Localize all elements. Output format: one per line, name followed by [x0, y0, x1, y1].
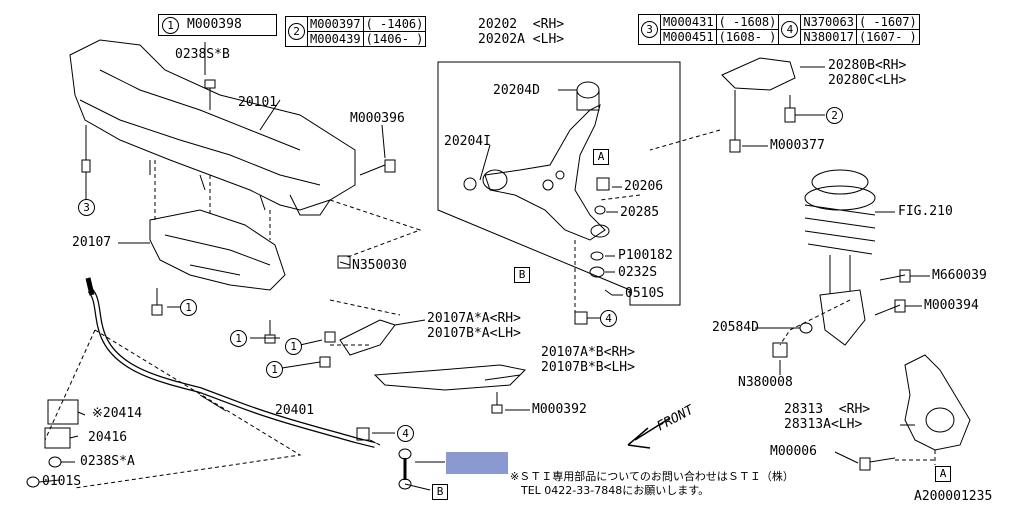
part-20204i[interactable]: 20204I — [444, 134, 491, 149]
part-28313a[interactable]: 28313A<LH> — [784, 417, 863, 432]
ref-4-code-2: N380017 — [800, 29, 857, 45]
part-m000392[interactable]: M000392 — [532, 402, 587, 417]
ref-2-code-2: M000439 — [307, 31, 364, 47]
part-n380008[interactable]: N380008 — [738, 375, 793, 390]
diagram-code: A200001235 — [914, 489, 993, 504]
part-20414[interactable]: ※20414 — [92, 406, 143, 421]
highlight-block — [446, 452, 508, 474]
marker-4-link: 4 — [397, 425, 414, 442]
part-m000394[interactable]: M000394 — [924, 298, 979, 313]
ref-3-range-2: (1608- ) — [715, 29, 780, 45]
ref-3-code-2: M000451 — [660, 29, 717, 45]
marker-1-a: 1 — [180, 299, 197, 316]
part-0238s-a[interactable]: 0238S*A — [80, 454, 135, 469]
leader-lines — [38, 42, 930, 491]
part-20107a-a[interactable]: 20107A*A<RH> — [427, 311, 521, 326]
ref-table-2: 2 M000397 ( -1406) M000439 (1406- ) — [285, 16, 427, 47]
marker-3-left: 3 — [78, 199, 95, 216]
part-20280b[interactable]: 20280B<RH> — [828, 58, 907, 73]
bracket-aa-drawing — [339, 319, 396, 356]
part-n350030[interactable]: N350030 — [352, 258, 407, 273]
marker-2-right: 2 — [826, 107, 843, 124]
part-28313[interactable]: 28313 <RH> — [784, 402, 871, 417]
ref-table-1: 1 M000398 — [158, 14, 277, 36]
strut-bracket-drawing — [721, 57, 796, 153]
note-line-2: TEL 0422-33-7848にお願いします。 — [521, 484, 710, 497]
guide-lines — [44, 129, 936, 489]
part-m660039[interactable]: M660039 — [932, 268, 987, 283]
marker-4-arm: 4 — [600, 310, 617, 327]
part-20206[interactable]: 20206 — [624, 179, 664, 194]
part-20202a[interactable]: 20202A <LH> — [478, 32, 565, 47]
ref-1-circle: 1 — [162, 17, 179, 34]
part-20202[interactable]: 20202 <RH> — [478, 17, 565, 32]
ball-joint-parts — [589, 177, 613, 296]
ref-3-code-1: M000431 — [660, 14, 717, 30]
marker-b-link: B — [432, 484, 448, 500]
part-20204d[interactable]: 20204D — [493, 83, 540, 98]
ref-4-circle: 4 — [781, 21, 799, 38]
marker-a-knuckle: A — [935, 466, 951, 482]
part-20107a-b[interactable]: 20107A*B<RH> — [541, 345, 635, 360]
knuckle-drawing — [904, 354, 971, 451]
ref-2-range-2: (1406- ) — [362, 31, 427, 47]
bracket-ab-drawing — [373, 364, 527, 391]
marker-a-arm: A — [593, 149, 609, 165]
stabilizer-bar-drawing — [26, 277, 376, 488]
ref-3-circle: 3 — [641, 21, 658, 38]
marker-1-d: 1 — [266, 361, 283, 378]
marker-1-c: 1 — [285, 338, 302, 355]
lower-arm-frame — [437, 61, 681, 306]
part-20416[interactable]: 20416 — [88, 430, 128, 445]
ref-2-range-1: ( -1406) — [362, 16, 427, 32]
marker-b-arm: B — [514, 267, 530, 283]
ref-table-3-4: 3 M000431 ( -1608) 4 N370063 ( -1607) M0… — [638, 14, 920, 45]
part-20107[interactable]: 20107 — [72, 235, 112, 250]
stabilizer-link-drawing — [398, 448, 412, 490]
bolt-drawings — [81, 79, 911, 471]
part-20107b-b[interactable]: 20107B*B<LH> — [541, 360, 635, 375]
undercover-drawing — [149, 209, 286, 291]
part-20101[interactable]: 20101 — [238, 95, 278, 110]
ref-1-code: M000398 — [187, 17, 242, 32]
ref-3-range-1: ( -1608) — [715, 14, 780, 30]
part-20280c[interactable]: 20280C<LH> — [828, 73, 907, 88]
part-m00006[interactable]: M00006 — [770, 444, 817, 459]
marker-1-b: 1 — [230, 330, 247, 347]
ref-2-circle: 2 — [288, 23, 305, 40]
part-fig210[interactable]: FIG.210 — [898, 204, 953, 219]
part-m000377[interactable]: M000377 — [770, 138, 825, 153]
ref-4-range-2: (1607- ) — [855, 29, 920, 45]
part-20401[interactable]: 20401 — [275, 403, 315, 418]
note-line-1: ※ＳＴＩ専用部品についてのお問い合わせはＳＴＩ（株） — [510, 470, 794, 483]
part-m000396[interactable]: M000396 — [350, 111, 405, 126]
part-20285[interactable]: 20285 — [620, 205, 660, 220]
ref-4-code-1: N370063 — [800, 14, 857, 30]
part-0238s-b[interactable]: 0238S*B — [175, 47, 230, 62]
part-0232s[interactable]: 0232S — [618, 265, 658, 280]
ref-2-code-1: M000397 — [307, 16, 364, 32]
part-20584d[interactable]: 20584D — [712, 320, 759, 335]
strut-drawing — [772, 169, 876, 358]
part-0510s[interactable]: 0510S — [625, 286, 665, 301]
part-20107b-a[interactable]: 20107B*A<LH> — [427, 326, 521, 341]
front-arrow — [627, 417, 671, 449]
crossmember-drawing — [69, 39, 356, 216]
part-0101s[interactable]: 0101S — [42, 474, 82, 489]
part-p100182[interactable]: P100182 — [618, 248, 673, 263]
ref-4-range-1: ( -1607) — [855, 14, 920, 30]
